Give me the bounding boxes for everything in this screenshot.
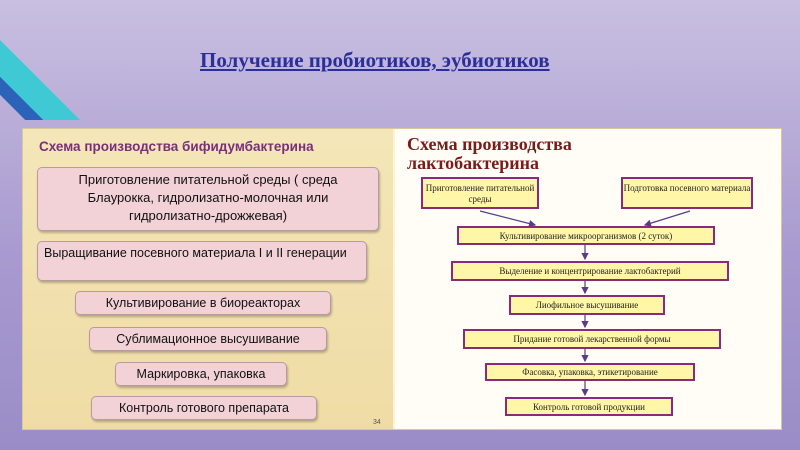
slide-image: Схема производства бифидумбактерина Приг… bbox=[22, 128, 782, 430]
arrow-top-left bbox=[479, 210, 537, 228]
step-3: Культивирование в биореакторах bbox=[75, 291, 331, 315]
box-isolation: Выделение и концентрирование лактобактер… bbox=[451, 261, 729, 281]
bifidumbacterin-scheme: Схема производства бифидумбактерина Приг… bbox=[23, 129, 393, 429]
lactobacterin-scheme: Схема производства лактобактерина Пригот… bbox=[395, 129, 781, 429]
box-cultivation: Культивирование микроорганизмов (2 суток… bbox=[457, 226, 715, 245]
lactobacterin-title: Схема производства лактобактерина bbox=[407, 134, 572, 173]
corner-decoration bbox=[0, 0, 120, 120]
box-prepare-medium: Приготовление питательной среды bbox=[421, 177, 539, 209]
bifidumbacterin-title: Схема производства бифидумбактерина bbox=[39, 139, 314, 154]
page-title: Получение пробиотиков, эубиотиков bbox=[200, 48, 550, 72]
box-quality-control: Контроль готовой продукции bbox=[505, 397, 673, 416]
box-packaging: Фасовка, упаковка, этикетирование bbox=[485, 363, 695, 381]
step-4: Сублимационное высушивание bbox=[89, 327, 327, 351]
page-number: 34 bbox=[373, 419, 381, 426]
arrow-top-right bbox=[643, 210, 691, 227]
box-dosage-form: Придание готовой лекарственной формы bbox=[463, 329, 721, 349]
step-6: Контроль готового препарата bbox=[91, 396, 317, 420]
box-lyophilization: Лиофильное высушивание bbox=[509, 295, 665, 315]
box-prepare-seed: Подготовка посевного материала bbox=[621, 177, 753, 209]
flow-arrows bbox=[479, 210, 691, 397]
step-2: Выращивание посевного материала I и II г… bbox=[37, 241, 367, 281]
step-5: Маркировка, упаковка bbox=[115, 362, 287, 386]
step-1: Приготовление питательной среды ( среда … bbox=[37, 167, 379, 231]
